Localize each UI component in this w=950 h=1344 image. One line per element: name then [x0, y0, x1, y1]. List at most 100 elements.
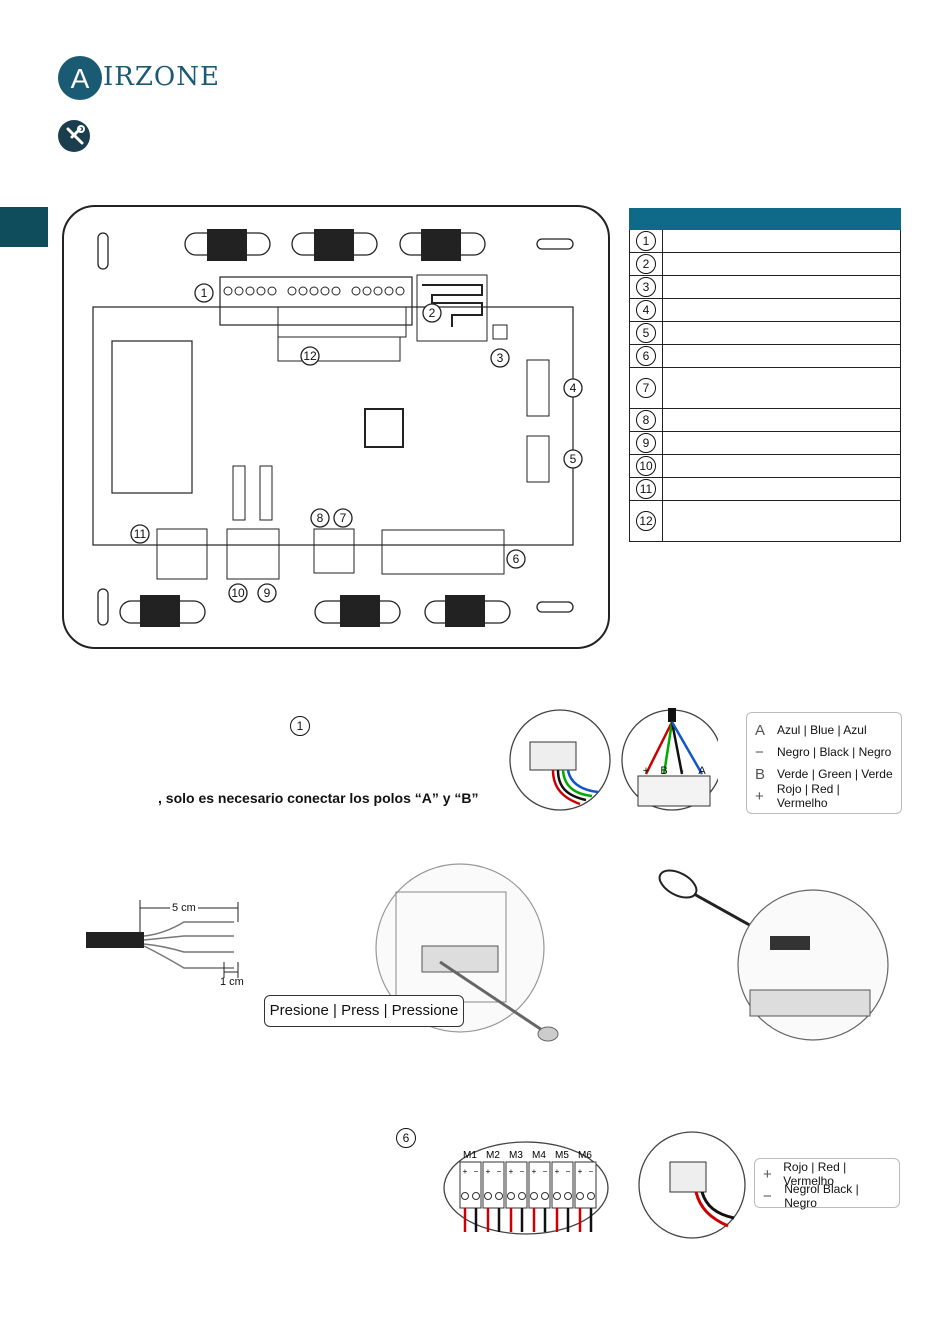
legend-row: 5 — [629, 321, 901, 345]
terminal-label-a: A — [698, 765, 706, 777]
bus-legend-text: Rojo | Red | Vermelho — [776, 782, 840, 810]
terminal-label-plus: + — [643, 765, 649, 777]
motor-legend-text: Negrol Black | Negro — [784, 1182, 859, 1210]
legend-row: 10 — [629, 454, 901, 478]
bus-legend-text: Verde | Green | Verde — [777, 767, 893, 781]
legend-row: 11 — [629, 477, 901, 501]
legend-row: 2 — [629, 252, 901, 276]
legend-number: 11 — [636, 479, 656, 499]
legend-row: 9 — [629, 431, 901, 455]
motor-terminal — [528, 1161, 551, 1209]
legend-header-num — [629, 208, 663, 230]
legend-header-desc — [662, 208, 901, 230]
motor-pole-label: + — [486, 1167, 491, 1176]
motor-screw — [541, 1192, 549, 1200]
motor-pole-label: − — [566, 1167, 571, 1176]
motor-label: M5 — [555, 1150, 569, 1161]
callout-4: 4 — [570, 381, 577, 395]
terminal-label-b: B — [660, 765, 667, 777]
board-diagram: 1 2 3 4 5 6 7 8 9 10 11 12 — [62, 205, 610, 649]
legend-number: 12 — [636, 511, 656, 531]
legend-number: 9 — [636, 433, 656, 453]
motor-pole-label: − — [589, 1167, 594, 1176]
motor-screw — [530, 1192, 538, 1200]
motor-screw — [553, 1192, 561, 1200]
motor-terminal — [574, 1161, 597, 1209]
motor-label: M3 — [509, 1150, 523, 1161]
legend-description — [662, 454, 901, 478]
legend-row: 7 — [629, 367, 901, 409]
motor-screw — [564, 1192, 572, 1200]
motor-pole-label: − — [543, 1167, 548, 1176]
motor-screw — [461, 1192, 469, 1200]
motor-legend-symbol: + — [763, 1165, 772, 1183]
motor-terminal — [505, 1161, 528, 1209]
callout-3: 3 — [497, 351, 504, 365]
legend-description — [662, 500, 901, 542]
legend-description — [662, 229, 901, 253]
terminal-label-minus: - — [680, 765, 684, 777]
legend-number: 8 — [636, 410, 656, 430]
legend-description — [662, 275, 901, 299]
wire-length-label: 1 cm — [220, 976, 244, 988]
tools-icon — [58, 120, 90, 152]
motor-label: M4 — [532, 1150, 546, 1161]
motor-connector-illustration — [638, 1131, 746, 1239]
callout-2: 2 — [429, 306, 436, 320]
legend-number: 6 — [636, 346, 656, 366]
legend-row: 3 — [629, 275, 901, 299]
legend-description — [662, 344, 901, 368]
legend-description — [662, 367, 901, 409]
legend-description — [662, 431, 901, 455]
motor-pole-label: − — [474, 1167, 479, 1176]
legend-row: 1 — [629, 229, 901, 253]
motor-label: M1 — [463, 1150, 477, 1161]
motor-label: M6 — [578, 1150, 592, 1161]
motor-pole-label: − — [520, 1167, 525, 1176]
ref-callout-1: 1 — [290, 716, 310, 736]
bus-legend-symbol: A — [755, 721, 766, 739]
motor-label: M2 — [486, 1150, 500, 1161]
legend-description — [662, 321, 901, 345]
bus-legend-text: Negro | Black | Negro — [777, 745, 892, 759]
motor-wire-legend: +Rojo | Red | Vermelho−Negrol Black | Ne… — [754, 1158, 900, 1210]
section-tab — [0, 207, 48, 247]
bus-connector-illustration: + B - A — [509, 708, 718, 811]
motor-screw — [495, 1192, 503, 1200]
motor-screw — [472, 1192, 480, 1200]
legend-row: 6 — [629, 344, 901, 368]
legend-number: 2 — [636, 254, 656, 274]
ref-callout-6: 6 — [396, 1128, 416, 1148]
callout-9: 9 — [264, 586, 271, 600]
callout-5: 5 — [570, 452, 577, 466]
callout-10: 10 — [231, 586, 245, 600]
motor-pole-label: − — [497, 1167, 502, 1176]
callout-8: 8 — [317, 511, 324, 525]
bus-legend-symbol: − — [755, 743, 764, 761]
callout-1: 1 — [201, 286, 208, 300]
callout-6: 6 — [513, 552, 520, 566]
bus-legend-row: + Rojo | Red | Vermelho — [755, 782, 893, 810]
callout-7: 7 — [340, 511, 347, 525]
legend-row: 8 — [629, 408, 901, 432]
airzone-logo: A — [58, 56, 102, 100]
motor-terminal — [459, 1161, 482, 1209]
screw-illustration — [658, 869, 889, 1041]
motor-terminal-diagram: M1+−M2+−M3+−M4+−M5+−M6+− — [443, 1141, 609, 1235]
bus-legend-row: −Negro | Black | Negro — [755, 741, 893, 763]
cable-strip-diagram — [86, 900, 239, 978]
legend-number: 1 — [636, 231, 656, 251]
bus-legend-row: A Azul | Blue | Azul — [755, 719, 893, 741]
motor-screw — [587, 1192, 595, 1200]
bus-legend-symbol: + — [755, 787, 764, 805]
bus-legend-text: Azul | Blue | Azul — [777, 723, 867, 737]
svg-text:A: A — [71, 63, 90, 94]
motor-terminal — [482, 1161, 505, 1209]
brand-name: IRZONE — [103, 62, 220, 92]
press-illustration — [375, 863, 559, 1042]
callout-12: 12 — [303, 349, 317, 363]
motor-pole-label: + — [555, 1167, 560, 1176]
motor-legend-text: Rojo | Red | Vermelho — [783, 1160, 847, 1188]
